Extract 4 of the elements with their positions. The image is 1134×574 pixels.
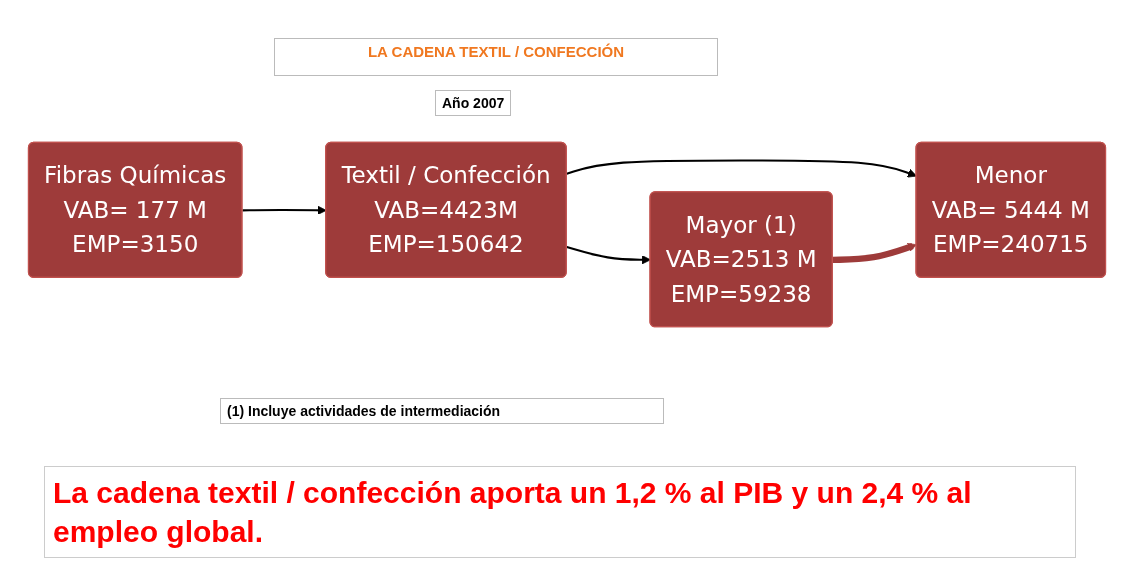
year-label: Año 2007 bbox=[435, 90, 512, 116]
caption: La cadena textil / confección aporta un 1,2 % al PIB y un 2,4 % al empleo global. bbox=[44, 466, 1076, 558]
footnote: (1) Incluye actividades de intermediación bbox=[220, 398, 664, 424]
title: LA CADENA TEXTIL / CONFECCIÓN bbox=[274, 38, 718, 76]
